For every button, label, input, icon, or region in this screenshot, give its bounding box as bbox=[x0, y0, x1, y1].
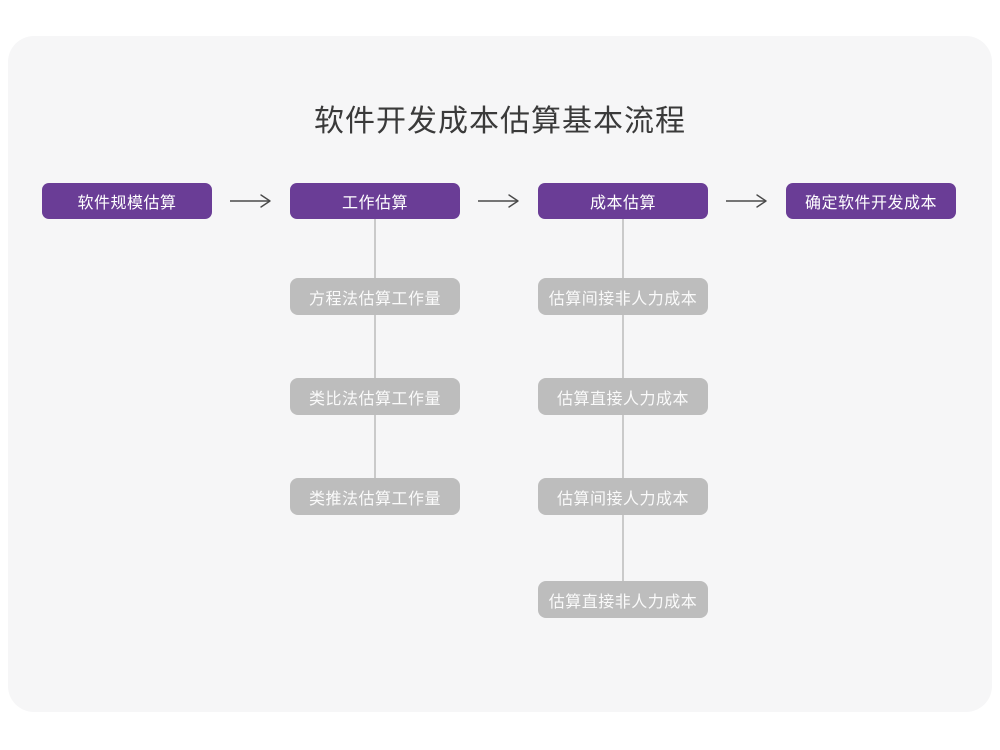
substep-analogy-method-workload: 类推法估算工作量 bbox=[290, 478, 460, 515]
flow-step-work-estimation: 工作估算 bbox=[290, 183, 460, 219]
substep-indirect-labor-cost: 估算间接人力成本 bbox=[538, 478, 708, 515]
connector-line-work-estimation bbox=[374, 219, 376, 478]
substep-indirect-nonlabor-cost: 估算间接非人力成本 bbox=[538, 278, 708, 315]
arrow-right-icon bbox=[477, 193, 521, 209]
substep-equation-method-workload: 方程法估算工作量 bbox=[290, 278, 460, 315]
substep-comparison-method-workload: 类比法估算工作量 bbox=[290, 378, 460, 415]
arrow-right-icon bbox=[229, 193, 273, 209]
diagram-title: 软件开发成本估算基本流程 bbox=[314, 105, 686, 138]
flow-step-cost-estimation: 成本估算 bbox=[538, 183, 708, 219]
arrow-right-icon bbox=[725, 193, 769, 209]
flow-step-determine-development-cost: 确定软件开发成本 bbox=[786, 183, 956, 219]
diagram-background-card bbox=[8, 36, 992, 712]
flow-step-software-scale-estimation: 软件规模估算 bbox=[42, 183, 212, 219]
substep-direct-labor-cost: 估算直接人力成本 bbox=[538, 378, 708, 415]
substep-direct-nonlabor-cost: 估算直接非人力成本 bbox=[538, 581, 708, 618]
